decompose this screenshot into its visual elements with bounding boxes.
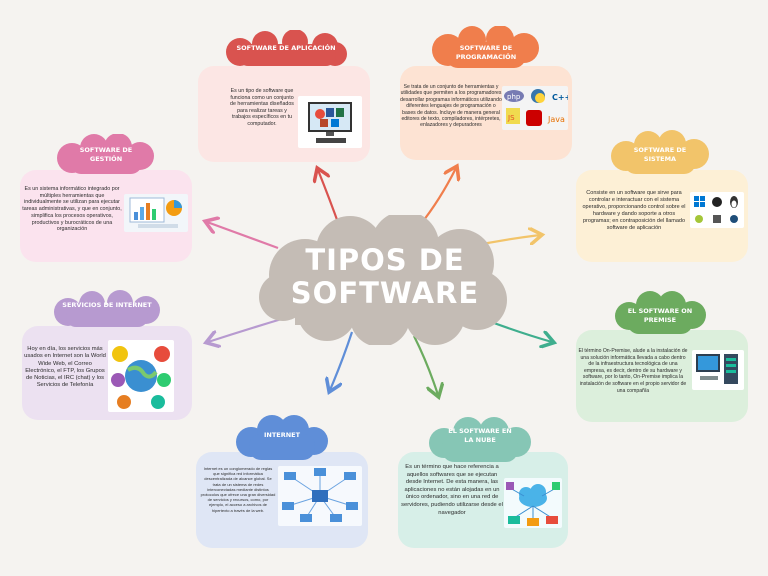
dashboard-icon <box>124 194 188 232</box>
label-cloud-sistema <box>611 130 709 174</box>
text-on-premise: El término On-Premise, alude a la instal… <box>578 348 688 394</box>
label-cloud-internet-services <box>54 290 160 327</box>
text-gestion: Es un sistema informático integrado por … <box>22 186 122 233</box>
svg-text:php: php <box>507 93 521 101</box>
label-programacion-line1: SOFTWARE DE <box>459 44 513 52</box>
label-aplicacion: SOFTWARE DE APLICACIÓN <box>236 44 336 52</box>
label-nube-line1: EL SOFTWARE EN <box>448 427 512 435</box>
center-title-line1: TIPOS DE <box>305 243 465 277</box>
text-nube: Es un término que hace referencia a aque… <box>401 464 503 516</box>
text-sistema: Consiste en un software que sirve para c… <box>582 190 686 231</box>
svg-text:Java: Java <box>547 115 565 124</box>
text-internet: Internet es un conglomerado de reglas qu… <box>200 466 276 513</box>
label-programacion-line2: PROGRAMACIÓN <box>455 53 517 61</box>
label-nube: EL SOFTWARE EN LA NUBE <box>436 427 524 445</box>
arrow-gestion <box>207 222 279 250</box>
label-gestion-line2: GESTIÓN <box>89 155 123 163</box>
text-programacion: Se trata de un conjunto de herramientas … <box>400 84 502 129</box>
label-cloud-gestion <box>57 134 154 174</box>
label-sistema: SOFTWARE DE SISTEMA <box>616 146 704 164</box>
label-on-premise-line1: EL SOFTWARE ON <box>627 307 693 315</box>
label-cloud-nube <box>429 417 531 462</box>
label-programacion: SOFTWARE DE PROGRAMACIÓN <box>440 44 532 62</box>
center-title-line2: SOFTWARE <box>290 276 480 310</box>
center-title: TIPOS DE SOFTWARE <box>280 244 490 310</box>
label-sistema-line2: SISTEMA <box>643 155 677 163</box>
network-icon <box>278 466 362 526</box>
label-gestion-line1: SOFTWARE DE <box>79 146 133 154</box>
label-sistema-line1: SOFTWARE DE <box>633 146 687 154</box>
label-cloud-programacion <box>432 26 539 68</box>
text-aplicacion: Es un tipo de software que funciona como… <box>230 88 294 127</box>
label-on-premise: EL SOFTWARE ON PREMISE <box>620 307 700 325</box>
text-internet-services: Hoy en día, los servicios más usados en … <box>24 346 106 389</box>
internet-services-icon <box>108 340 174 412</box>
server-rack-icon <box>692 350 744 390</box>
label-internet: INTERNET <box>263 431 301 439</box>
cloud-network-icon <box>504 478 562 528</box>
arrow-nube <box>413 335 438 395</box>
center-cloud <box>259 215 507 345</box>
arrow-internet <box>330 331 354 390</box>
os-logos-icon <box>690 192 744 228</box>
programming-languages-icon: php C++ JS Java <box>502 86 568 130</box>
label-cloud-aplicacion <box>226 30 347 66</box>
svg-text:C++: C++ <box>552 93 568 102</box>
label-gestion: SOFTWARE DE GESTIÓN <box>62 146 150 164</box>
office-pc-icon <box>298 96 362 148</box>
label-on-premise-line2: PREMISE <box>643 316 677 324</box>
svg-text:JS: JS <box>507 114 515 122</box>
label-nube-line2: LA NUBE <box>464 436 496 444</box>
label-cloud-internet <box>236 415 328 460</box>
label-cloud-on-premise <box>615 291 706 334</box>
label-internet-services: SERVICIOS DE INTERNET <box>62 301 152 309</box>
